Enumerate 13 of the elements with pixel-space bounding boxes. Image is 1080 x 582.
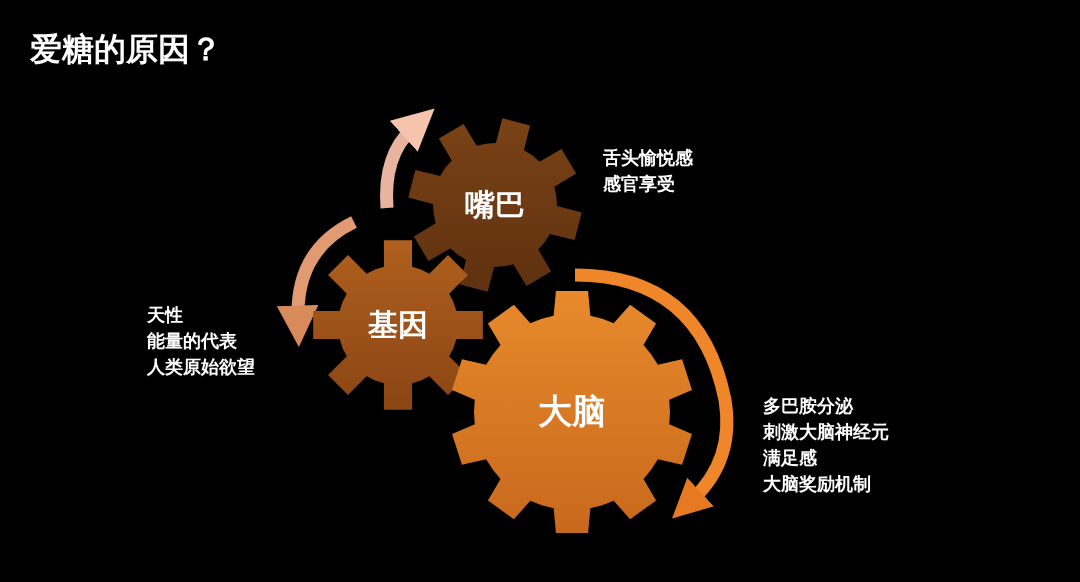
note-text: 多巴胺分泌: [763, 394, 853, 418]
note-text: 能量的代表: [147, 329, 237, 353]
note-text: 人类原始欲望: [147, 355, 255, 379]
gear-label: 嘴巴: [465, 185, 525, 224]
note-text: 感官享受: [603, 172, 675, 196]
note-text: 满足感: [763, 446, 817, 470]
gear-label: 基因: [368, 305, 428, 344]
note-text: 舌头愉悦感: [603, 146, 693, 170]
gear-label: 大脑: [538, 390, 606, 433]
note-text: 天性: [147, 303, 183, 327]
title: 爱糖的原因？: [30, 29, 222, 70]
note-text: 刺激大脑神经元: [763, 420, 889, 444]
note-text: 大脑奖励机制: [763, 472, 871, 496]
